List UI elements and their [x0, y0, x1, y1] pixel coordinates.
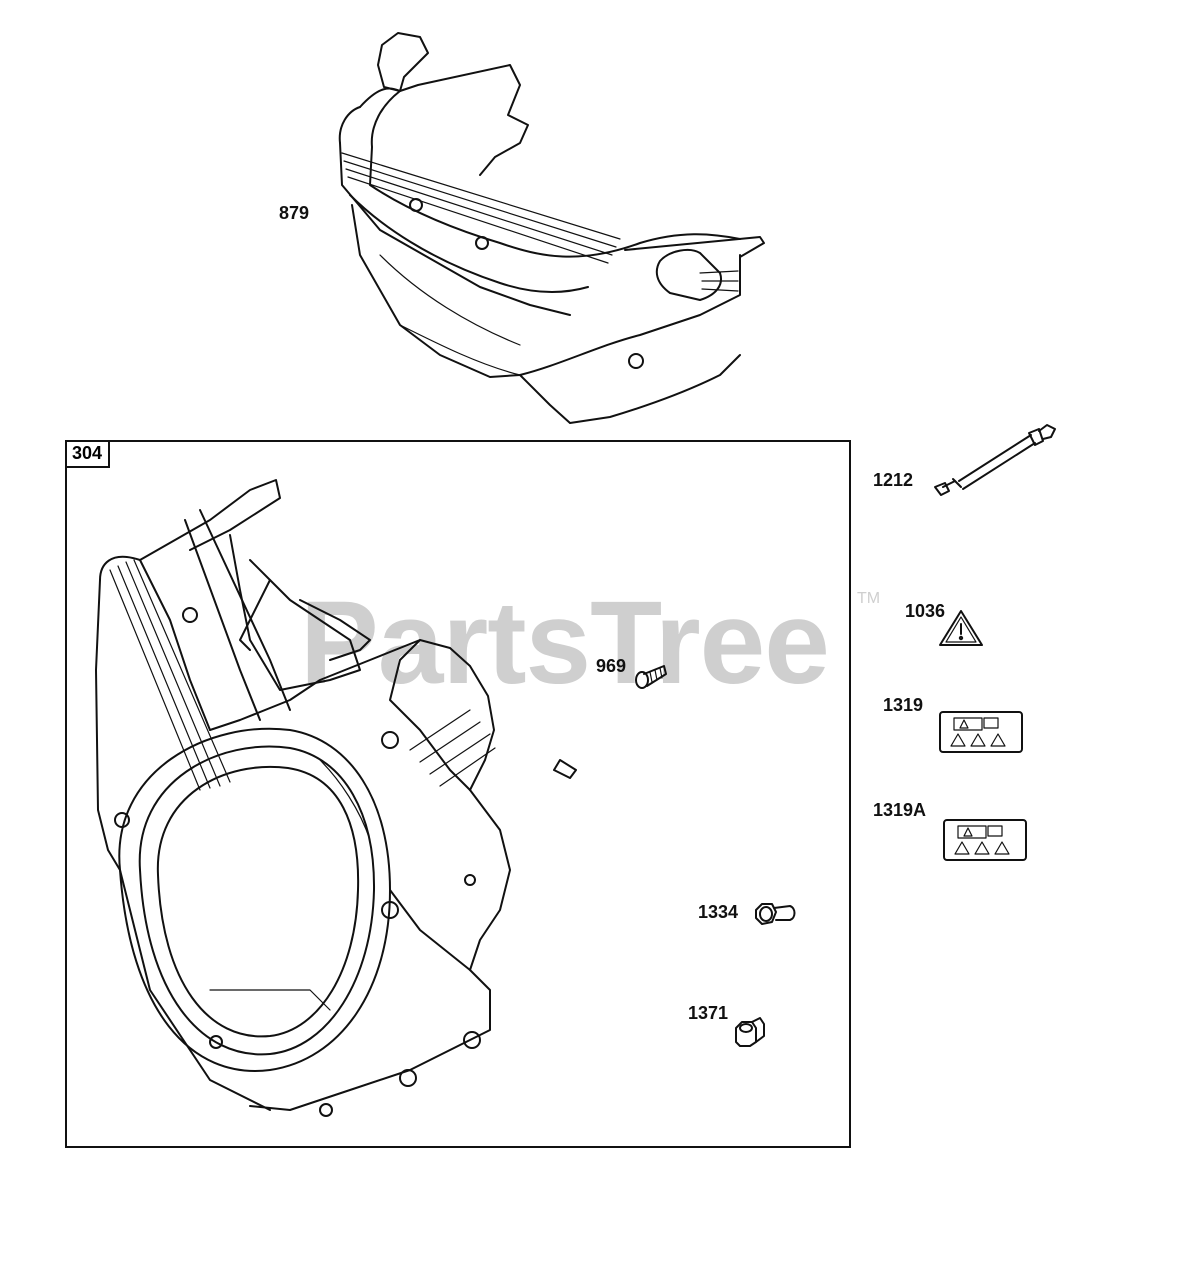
part-304-blower-housing-drawing[interactable] — [90, 470, 610, 1130]
part-1319a-decal-drawing[interactable] — [942, 818, 1028, 862]
callout-1212: 1212 — [873, 470, 914, 490]
callout-1319a: 1319A — [873, 800, 927, 820]
part-969-screw-drawing[interactable] — [630, 660, 670, 692]
callout-1036: 1036 — [905, 601, 946, 621]
watermark-trademark: TM — [857, 590, 881, 607]
callout-1334: 1334 — [698, 902, 739, 922]
part-1371-spacer-drawing[interactable] — [730, 1014, 770, 1048]
callout-1319: 1319 — [883, 695, 924, 715]
callout-1371: 1371 — [688, 1003, 729, 1023]
callout-879: 879 — [279, 203, 310, 223]
part-1319-decal-drawing[interactable] — [938, 710, 1024, 754]
watermark-text: PartsTree — [300, 577, 830, 709]
part-1212-rod-drawing[interactable] — [925, 415, 1060, 500]
group-304-box: 304 — [65, 440, 851, 1148]
part-1036-warning-decal-drawing[interactable] — [938, 608, 984, 648]
part-1334-bolt-drawing[interactable] — [752, 898, 800, 934]
group-304-label: 304 — [65, 440, 111, 468]
part-879-shroud-drawing[interactable] — [320, 25, 780, 435]
callout-969: 969 — [596, 656, 627, 676]
